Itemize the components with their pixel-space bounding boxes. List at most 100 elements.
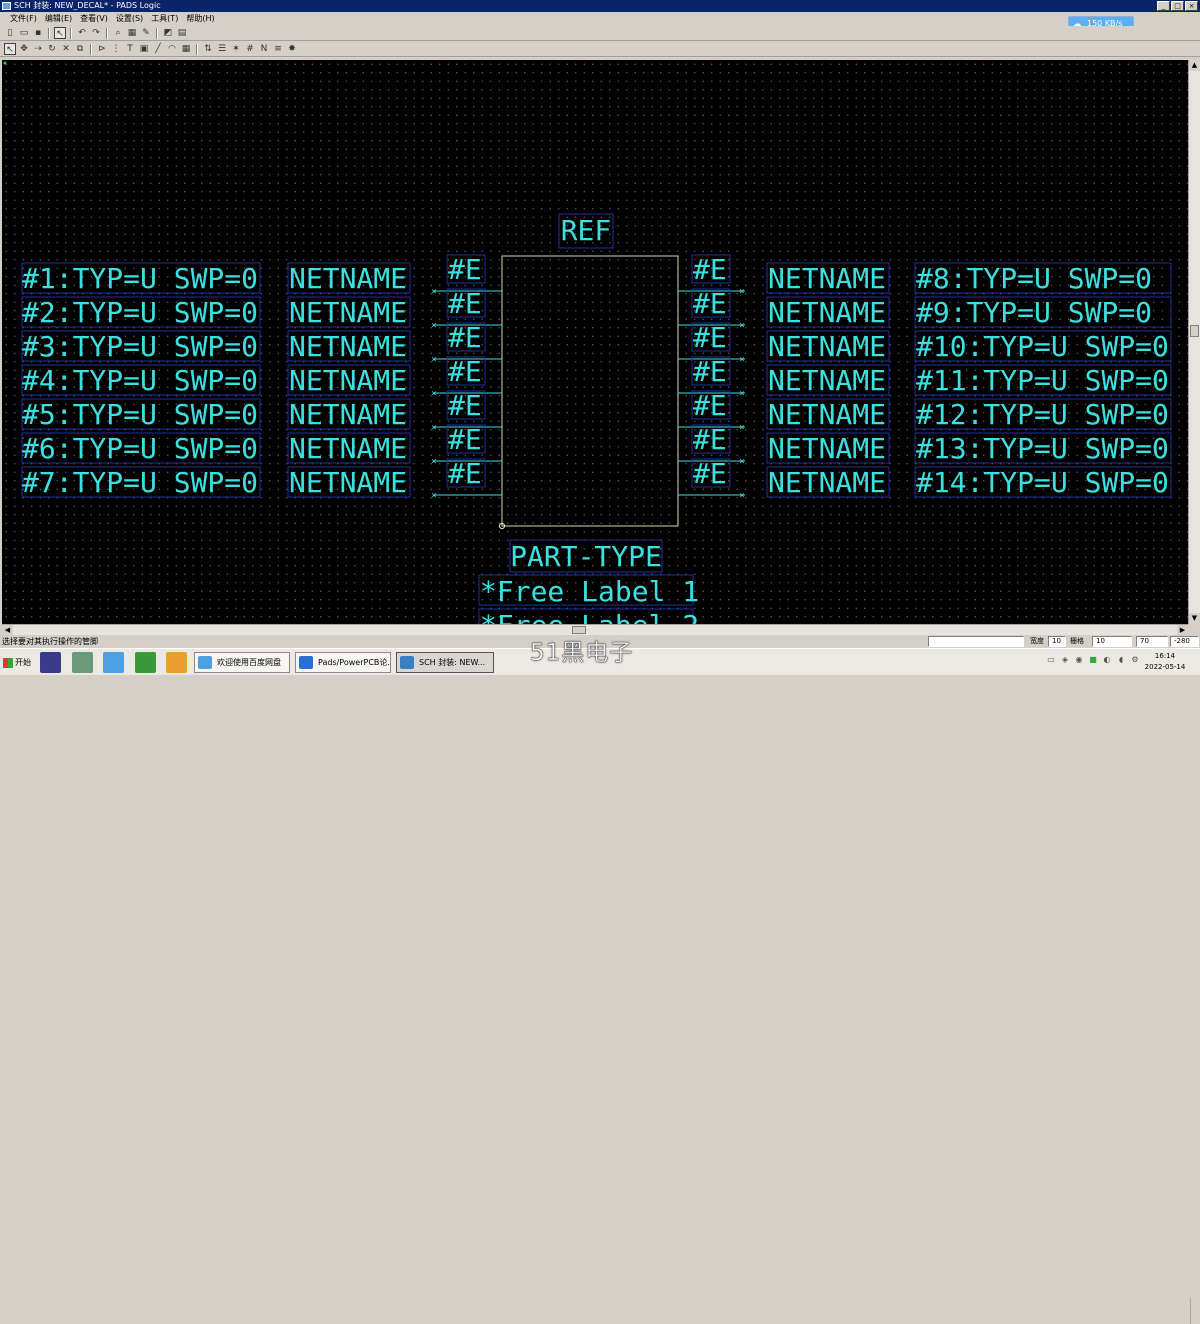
net-name-label[interactable]: NETNAME: [768, 262, 886, 295]
save-icon[interactable]: ▪: [34, 28, 42, 38]
pin-number-label[interactable]: #E: [448, 253, 482, 286]
scroll-thumb[interactable]: [572, 626, 586, 634]
pin-attribute-label[interactable]: #12:TYP=U SWP=0: [916, 398, 1169, 431]
net-name-label[interactable]: NETNAME: [289, 398, 407, 431]
quicklaunch-wps-icon[interactable]: [166, 652, 187, 673]
properties-icon[interactable]: ▤: [177, 28, 187, 38]
pin-attribute-label[interactable]: #13:TYP=U SWP=0: [916, 432, 1169, 465]
rotate-icon[interactable]: ↻: [48, 44, 56, 54]
menu-view[interactable]: 查看(V): [80, 14, 108, 23]
zoom-icon[interactable]: ⌕: [115, 28, 121, 38]
quicklaunch-desktop-icon[interactable]: [72, 652, 93, 673]
pin-number-label[interactable]: #E: [448, 321, 482, 354]
text-icon[interactable]: T: [127, 44, 133, 54]
pin-number-label[interactable]: #E: [448, 389, 482, 422]
swap-icon[interactable]: ⇅: [204, 44, 212, 54]
align-icon[interactable]: ☰: [217, 44, 227, 54]
pin-number-label[interactable]: #E: [693, 423, 727, 456]
task-pads-forum[interactable]: Pads/PowerPCB论...: [295, 652, 391, 673]
pin-attribute-label[interactable]: #10:TYP=U SWP=0: [916, 330, 1169, 363]
pin-number-label[interactable]: #E: [448, 355, 482, 388]
menu-help[interactable]: 帮助(H): [186, 14, 215, 23]
pin-attribute-label[interactable]: #4:TYP=U SWP=0: [22, 364, 258, 397]
pin-attribute-label[interactable]: #9:TYP=U SWP=0: [916, 296, 1152, 329]
maximize-button[interactable]: □: [1171, 1, 1184, 11]
chat-icon[interactable]: ◐: [1103, 655, 1111, 664]
net-name-label[interactable]: NETNAME: [289, 466, 407, 499]
net-name-label[interactable]: NETNAME: [768, 432, 886, 465]
net-name-label[interactable]: NETNAME: [768, 330, 886, 363]
pin-number-icon[interactable]: #: [246, 44, 254, 54]
net-name-label[interactable]: NETNAME: [289, 364, 407, 397]
pin-number-label[interactable]: #E: [448, 287, 482, 320]
pin-attribute-label[interactable]: #7:TYP=U SWP=0: [22, 466, 258, 499]
wizard-icon[interactable]: ✶: [232, 44, 240, 54]
label-icon[interactable]: ▣: [139, 44, 149, 54]
keyboard-icon[interactable]: ▭: [1047, 655, 1055, 664]
quicklaunch-cloud-icon[interactable]: [103, 652, 124, 673]
pin-attribute-label[interactable]: #8:TYP=U SWP=0: [916, 262, 1152, 295]
pin-attribute-label[interactable]: #5:TYP=U SWP=0: [22, 398, 258, 431]
scroll-up-icon[interactable]: ▲: [1189, 60, 1200, 71]
free-label-2[interactable]: *Free Label 2: [480, 609, 699, 624]
ref-label[interactable]: REF: [561, 214, 612, 247]
security-icon[interactable]: ◉: [1075, 655, 1083, 664]
horizontal-scrollbar[interactable]: ◀ ▶: [2, 624, 1188, 635]
select-mode-icon[interactable]: ↖: [54, 27, 66, 39]
scroll-left-icon[interactable]: ◀: [2, 625, 13, 635]
status-icon[interactable]: ■: [1089, 655, 1097, 664]
pin-attribute-label[interactable]: #3:TYP=U SWP=0: [22, 330, 258, 363]
menu-edit[interactable]: 编辑(E): [44, 14, 73, 23]
pin-number-label[interactable]: #E: [693, 253, 727, 286]
window-icon[interactable]: ◩: [163, 28, 173, 38]
design-canvas[interactable]: REF PART-TYPE *Free Label 1 *Free Label …: [2, 60, 1188, 624]
undo-icon[interactable]: ↶: [78, 28, 86, 38]
terminal-icon[interactable]: ⊳: [98, 44, 106, 54]
open-file-icon[interactable]: ▭: [19, 28, 29, 38]
pin-attribute-label[interactable]: #11:TYP=U SWP=0: [916, 364, 1169, 397]
net-name-label[interactable]: NETNAME: [289, 296, 407, 329]
minimize-button[interactable]: _: [1157, 1, 1170, 11]
start-button[interactable]: 开始: [2, 654, 36, 671]
pin-number-label[interactable]: #E: [693, 321, 727, 354]
scroll-thumb[interactable]: [1190, 325, 1199, 337]
line-icon[interactable]: ╱: [155, 44, 161, 54]
taskbar-clock[interactable]: 16:14 2022-05-14: [1143, 651, 1187, 673]
grid-icon[interactable]: ▦: [181, 44, 191, 54]
quicklaunch-media-icon[interactable]: [40, 652, 61, 673]
free-label-1[interactable]: *Free Label 1: [480, 575, 699, 608]
settings-icon[interactable]: ⚙: [1131, 655, 1139, 664]
pin-name-icon[interactable]: N: [260, 44, 268, 54]
pin-attribute-label[interactable]: #1:TYP=U SWP=0: [22, 262, 258, 295]
vertical-scrollbar[interactable]: ▲ ▼: [1188, 60, 1200, 624]
close-button[interactable]: ×: [1185, 1, 1198, 11]
net-name-label[interactable]: NETNAME: [768, 364, 886, 397]
layers-icon[interactable]: ▦: [127, 28, 137, 38]
pin-number-label[interactable]: #E: [693, 287, 727, 320]
net-name-label[interactable]: NETNAME: [768, 296, 886, 329]
menu-tools[interactable]: 工具(T): [151, 14, 179, 23]
net-name-label[interactable]: NETNAME: [289, 432, 407, 465]
pin-number-label[interactable]: #E: [693, 457, 727, 490]
quicklaunch-app-icon[interactable]: [135, 652, 156, 673]
pin-array-icon[interactable]: ⋮: [111, 44, 121, 54]
pin-number-label[interactable]: #E: [693, 355, 727, 388]
pin-attribute-label[interactable]: #6:TYP=U SWP=0: [22, 432, 258, 465]
new-file-icon[interactable]: ▯: [7, 28, 13, 38]
arc-icon[interactable]: ◠: [168, 44, 176, 54]
task-pads-logic[interactable]: SCH 封装: NEW...: [396, 652, 494, 673]
scroll-down-icon[interactable]: ▼: [1189, 613, 1200, 624]
pin-number-label[interactable]: #E: [448, 423, 482, 456]
pin-number-label[interactable]: #E: [448, 457, 482, 490]
explode-icon[interactable]: ✸: [288, 44, 296, 54]
pen-icon[interactable]: ✎: [142, 28, 150, 38]
pin-attribute-label[interactable]: #14:TYP=U SWP=0: [916, 466, 1169, 499]
pin-type-icon[interactable]: ≡: [274, 44, 282, 54]
pin-attribute-label[interactable]: #2:TYP=U SWP=0: [22, 296, 258, 329]
move-icon[interactable]: ✥: [20, 44, 28, 54]
pointer-icon[interactable]: ↖: [4, 43, 16, 55]
add-pin-icon[interactable]: ⇢: [34, 44, 42, 54]
net-name-label[interactable]: NETNAME: [289, 262, 407, 295]
delete-icon[interactable]: ✕: [62, 44, 70, 54]
show-desktop-button[interactable]: [1190, 1298, 1200, 1324]
